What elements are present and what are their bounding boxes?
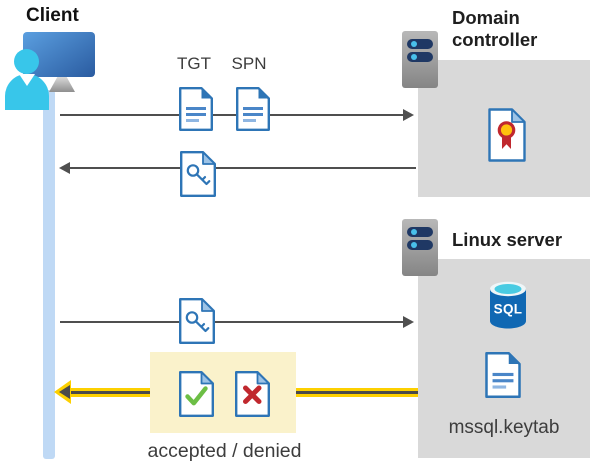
x-document-icon	[235, 371, 270, 417]
tgt-label: TGT	[177, 54, 211, 73]
server-drive-slot	[407, 52, 433, 62]
linux-server-icon	[402, 219, 438, 276]
client-lifeline-bar	[43, 90, 55, 459]
server-led	[410, 40, 417, 47]
server-led	[410, 53, 417, 60]
check-glyph	[185, 386, 208, 406]
spn-document-icon	[236, 87, 270, 131]
monitor-stand	[49, 77, 75, 92]
key-glyph	[186, 164, 211, 186]
document-fold	[201, 298, 215, 312]
result-highlight-box	[150, 352, 296, 433]
person-at-computer-icon	[3, 30, 98, 110]
keytab-document-icon	[485, 352, 521, 398]
arrow-result-to-client-head-core	[59, 385, 70, 399]
document-fold	[201, 88, 212, 99]
certificate-ribbon	[502, 135, 511, 149]
person-collar	[19, 74, 35, 86]
arrow-client-to-dc-line	[60, 114, 405, 116]
tgt-document-icon	[179, 87, 213, 131]
server-drive-slot	[407, 39, 433, 49]
document-fold	[511, 108, 526, 123]
spn-label: SPN	[231, 54, 267, 73]
linux-server-label: Linux server	[452, 229, 563, 250]
result-caption: accepted / denied	[147, 440, 302, 462]
x-glyph	[243, 385, 262, 404]
document-fold	[202, 151, 216, 165]
server-led	[410, 241, 417, 248]
domain-controller-server-icon	[402, 31, 438, 88]
arrow-client-to-dc-head	[403, 108, 414, 121]
database-top	[494, 284, 522, 294]
keytab-label: mssql.keytab	[448, 417, 560, 438]
arrow-dc-to-client-line	[69, 167, 416, 169]
document-fold	[200, 371, 214, 385]
certificate-document-icon	[488, 108, 526, 162]
document-fold	[256, 371, 270, 385]
certificate-rosette	[497, 121, 516, 139]
key-glyph	[185, 311, 210, 333]
client-label: Client	[26, 5, 79, 26]
arrow-dc-to-client-head	[59, 161, 70, 174]
check-document-icon	[179, 371, 214, 417]
person-icon	[5, 74, 49, 110]
key-document-icon	[179, 298, 215, 344]
arrow-client-to-linux-head	[403, 315, 414, 328]
server-drive-slot	[407, 240, 433, 250]
server-drive-slot	[407, 227, 433, 237]
sql-database-icon: SQL	[490, 281, 526, 329]
sql-badge-label: SQL	[494, 302, 523, 317]
person-head	[14, 49, 39, 74]
key-document-icon	[180, 151, 216, 197]
arrow-client-to-linux-line	[60, 321, 405, 323]
server-led	[410, 228, 417, 235]
domain-controller-label: Domain controller	[452, 7, 538, 50]
